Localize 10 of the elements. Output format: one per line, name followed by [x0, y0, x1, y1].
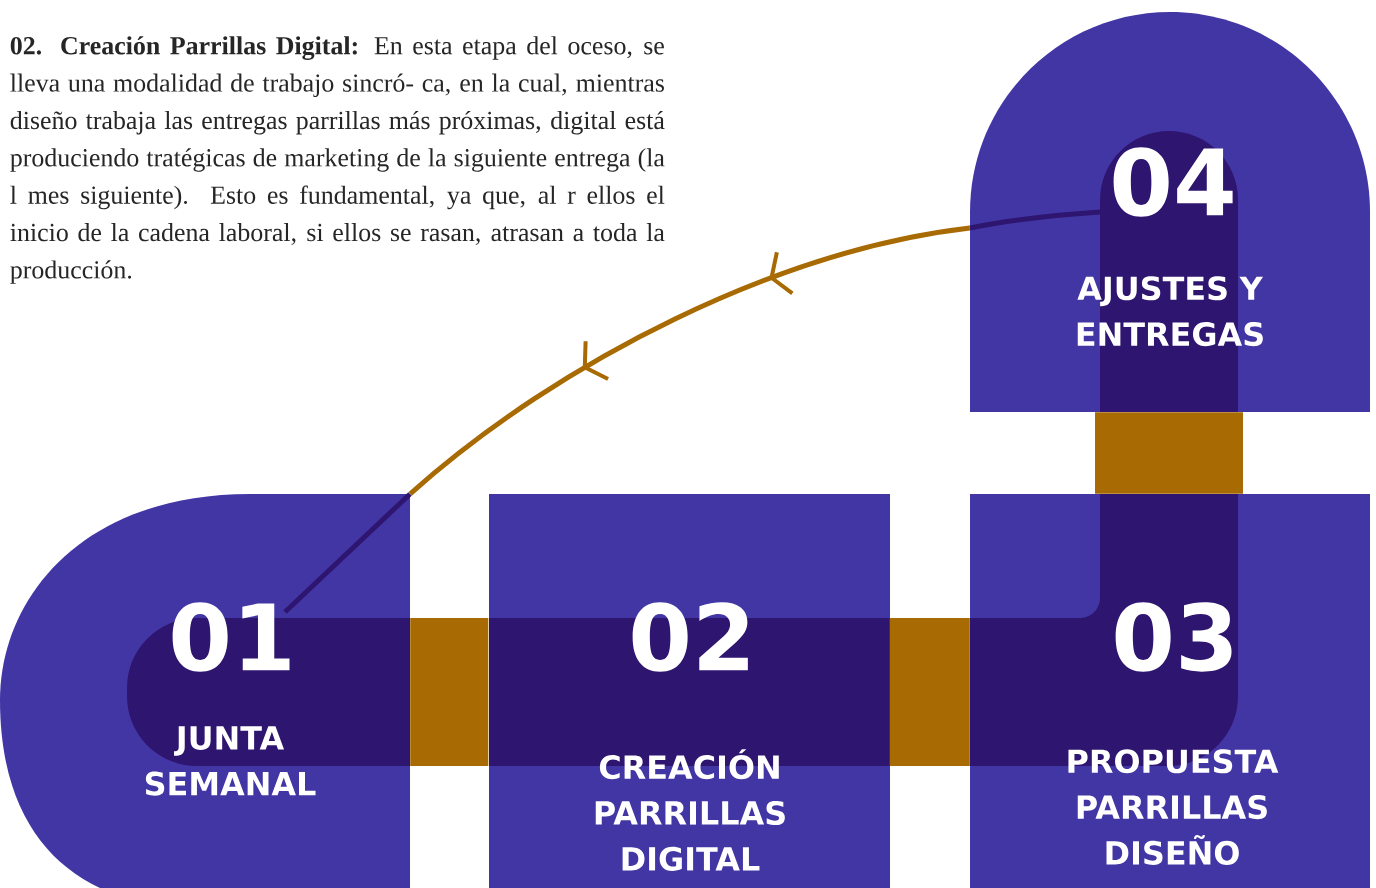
step-number: 02	[632, 602, 748, 672]
step-title: CREACIÓN PARRILLAS DIGITAL	[595, 749, 785, 871]
step-number: 01	[172, 602, 290, 672]
connector-band	[1095, 412, 1243, 494]
step-title: JUNTA SEMANAL	[145, 726, 316, 796]
step-title: PROPUESTA PARRILLAS DISEÑO	[1068, 749, 1279, 865]
step-number: 03	[1115, 602, 1232, 672]
step-title: AJUSTES Y ENTREGAS	[1077, 276, 1264, 347]
paragraph: 02. Creación Parrillas Digital: En esta etapa del oceso, se lleva una modalidad de trabajo sincró- ca, en la cual, mientras diseño trabaja las entregas parrillas más próximas, digital está produciendo tratégicas de marketing de la siguiente entrega (la l mes siguiente). Esto es fundamental, ya que, al r ellos el inicio de la cadena laboral, si ellos se rasan, atrasan a toda la producción.	[10, 36, 665, 284]
step-number: 04	[1113, 147, 1233, 217]
